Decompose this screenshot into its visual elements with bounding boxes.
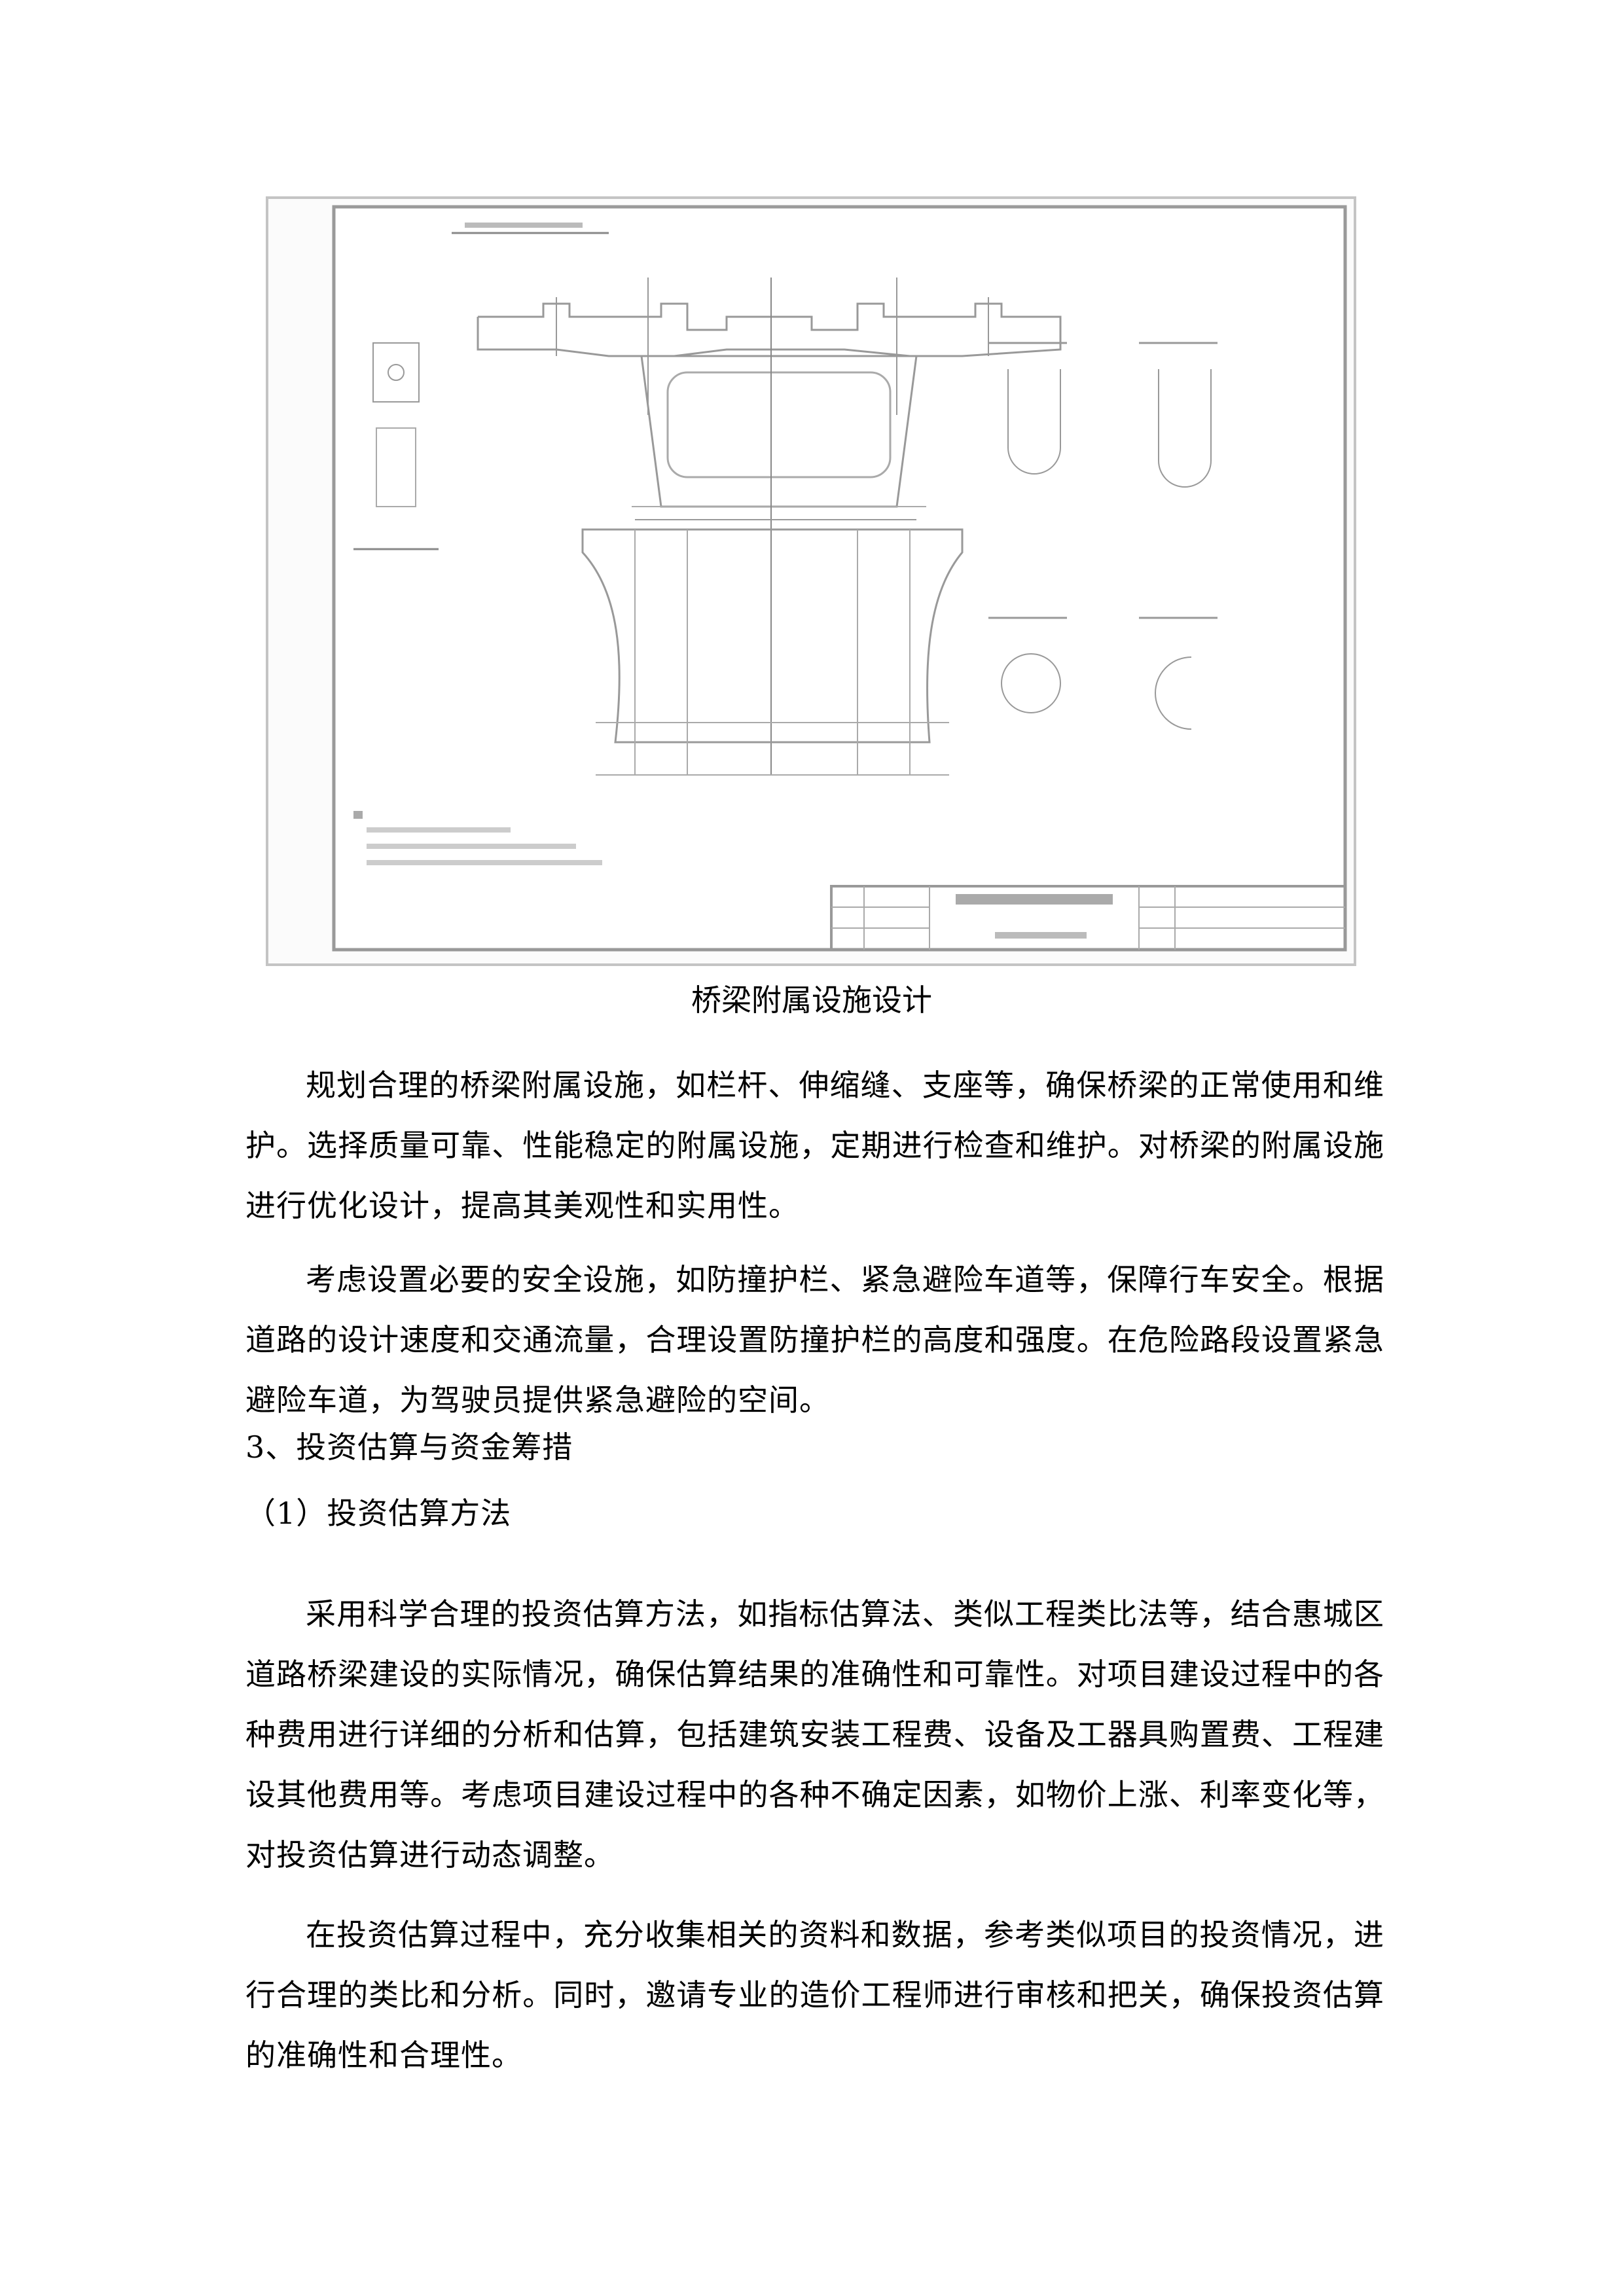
figure-caption: 桥梁附属设施设计 (691, 982, 932, 1018)
section-heading: 3、投资估算与资金筹措 (245, 1429, 573, 1465)
subsection-heading: （1）投资估算方法 (245, 1496, 512, 1531)
engineering-drawing (332, 205, 1347, 952)
paragraph: 采用科学合理的投资估算方法，如指标估算法、类似工程类比法等，结合惠城区道路桥梁建… (245, 1596, 1384, 1873)
bridge-drawing-figure (266, 196, 1356, 966)
paragraph: 规划合理的桥梁附属设施，如栏杆、伸缩缝、支座等，确保桥梁的正常使用和维护。选择质… (245, 1067, 1384, 1223)
paragraph: 考虑设置必要的安全设施，如防撞护栏、紧急避险车道等，保障行车安全。根据道路的设计… (245, 1262, 1384, 1418)
paragraph: 在投资估算过程中，充分收集相关的资料和数据，参考类似项目的投资情况，进行合理的类… (245, 1917, 1384, 2073)
title-block (830, 885, 1346, 951)
